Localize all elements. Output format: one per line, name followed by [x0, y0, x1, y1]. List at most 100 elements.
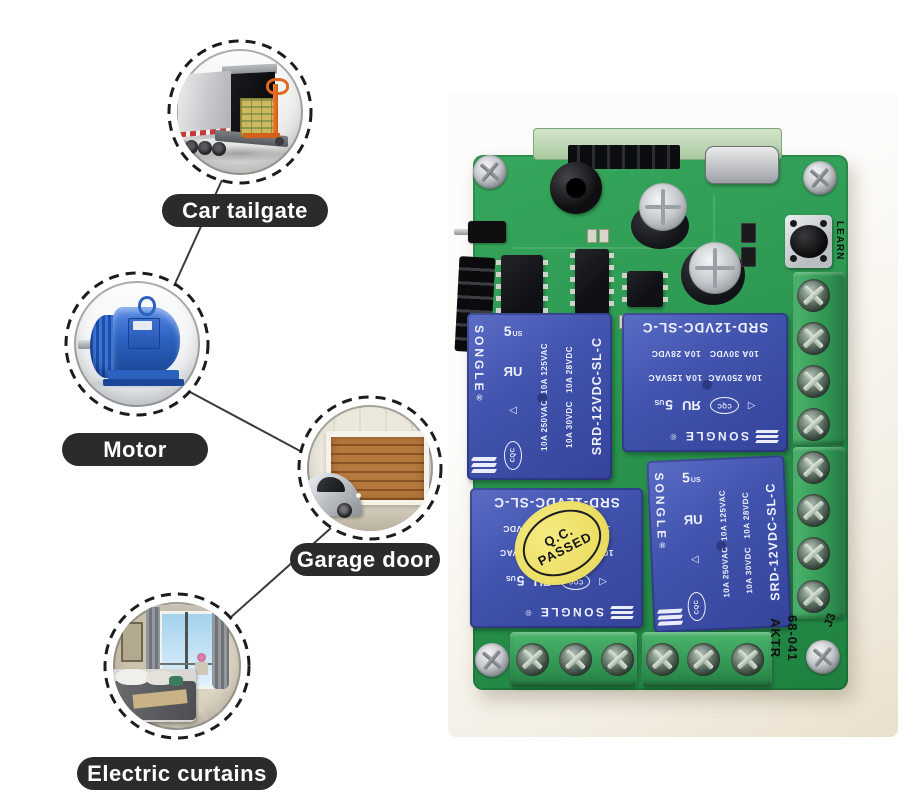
curtain-left	[146, 607, 161, 687]
car-headlight	[356, 493, 362, 499]
application-label-text: Electric curtains	[87, 760, 267, 786]
cushion	[169, 676, 184, 687]
motor-nameplate	[133, 321, 153, 331]
relay-rating-ac: 10A 250VAC 10A 125VAC	[717, 489, 731, 598]
terminal-screw	[797, 322, 830, 355]
pallet-jack-handle	[266, 77, 289, 96]
silkscreen-ref: AKTR	[768, 618, 783, 659]
smd-resistor	[741, 247, 756, 267]
songle-stripes-icon	[656, 607, 684, 628]
pcb-trace	[713, 195, 715, 250]
motor-feet	[108, 370, 179, 381]
songle-stripes-icon	[610, 604, 634, 621]
relay-model: SRD-12VDC-SL-C	[763, 482, 783, 601]
relay-rating-ac: 10A 250VAC 10A 125VAC	[648, 373, 762, 383]
motor-base	[102, 379, 184, 386]
ul-mark-icon: ЯU	[683, 511, 703, 528]
terminal-screw	[601, 643, 634, 676]
capacitor	[689, 242, 741, 294]
terminal-screw	[797, 408, 830, 441]
antenna-jack-hole	[566, 178, 586, 198]
terminal-screw	[797, 494, 830, 527]
capacitor	[639, 183, 687, 231]
jumper-pin	[454, 229, 472, 235]
cqc-mark-icon: CQC	[709, 397, 739, 414]
terminal-screw	[797, 580, 830, 613]
cert-triangle-icon: ◁	[747, 400, 756, 411]
songle-stripes-icon	[470, 455, 498, 475]
truck-wheel	[198, 140, 213, 155]
learn-button-corner	[790, 255, 797, 262]
cqc-mark-icon: CQC	[504, 440, 522, 470]
application-label: Motor	[62, 433, 208, 466]
terminal-screw	[687, 643, 720, 676]
mounting-screw	[473, 155, 507, 189]
ul-mark-icon: ЯU	[503, 364, 523, 380]
relay-rating-dc: 10A 30VDC 10A 28VDC	[565, 345, 574, 448]
crystal-oscillator	[705, 146, 779, 184]
mounting-screw	[475, 643, 509, 677]
songle-stripes-icon	[755, 428, 779, 445]
balcony-rail	[160, 663, 212, 666]
cargo-boxes	[240, 98, 277, 137]
relay-brand: SONGLE®	[651, 472, 669, 551]
motor-lifting-eye	[138, 296, 156, 316]
mounting-screw	[806, 640, 840, 674]
pcb-trace	[513, 247, 703, 249]
relay-model: SRD-12VDC-SL-C	[590, 337, 604, 456]
cert-triangle-icon: ◁	[599, 575, 607, 587]
application-label-text: Garage door	[296, 546, 434, 572]
truck-wheel	[212, 142, 227, 157]
curtain-pelmet	[143, 604, 234, 611]
relay-rating-ac: 10A 250VAC 10A 125VAC	[540, 342, 549, 451]
application-label: Electric curtains	[77, 757, 277, 790]
relay-rating-dc: 10A 30VDC 10A 28VDC	[651, 349, 759, 359]
relay-brand: SONGLE®	[472, 325, 486, 403]
terminal-screw	[731, 643, 764, 676]
pallet-jack-wheel	[275, 137, 285, 146]
garage-door-photo	[307, 405, 433, 531]
terminal-screw	[797, 451, 830, 484]
side-table	[194, 662, 208, 675]
terminal-screw	[797, 279, 830, 312]
application-label-text: Car tailgate	[182, 197, 308, 223]
truck-wheel	[184, 139, 199, 154]
electric-motor-photo	[74, 281, 200, 407]
application-label-text: Motor	[103, 436, 167, 462]
smd-component	[587, 229, 597, 243]
silkscreen-code: 68-041	[785, 615, 800, 662]
motor-shaft	[77, 340, 95, 350]
car-windshield	[317, 476, 345, 492]
relay-model: SRD-12VDC-SL-C	[641, 320, 769, 335]
pillow	[115, 668, 149, 686]
pallet-jack-mast	[272, 84, 278, 135]
jumper-cap	[468, 221, 506, 243]
learn-button-label: LEARN	[834, 221, 845, 261]
terminal-screw	[646, 643, 679, 676]
truck-tailgate-photo	[177, 49, 303, 175]
terminal-screw	[797, 365, 830, 398]
window-mullion	[185, 612, 188, 682]
relay-brand: SONGLE®	[632, 428, 779, 445]
car-wheel	[337, 503, 353, 519]
dip-ic	[570, 249, 614, 315]
wall-art-frame	[120, 622, 143, 663]
learn-button-cap	[790, 225, 828, 258]
application-label: Car tailgate	[162, 194, 328, 227]
terminal-screw	[797, 537, 830, 570]
soic-ic	[622, 271, 668, 307]
learn-button-corner	[790, 220, 797, 227]
terminal-screw	[516, 643, 549, 676]
learn-button-corner	[820, 255, 827, 262]
bedroom-curtains-photo	[113, 602, 241, 730]
smd-component	[599, 229, 609, 243]
terminal-screw	[559, 643, 592, 676]
cert-triangle-icon: ◁	[509, 404, 517, 416]
smd-resistor	[741, 223, 756, 243]
